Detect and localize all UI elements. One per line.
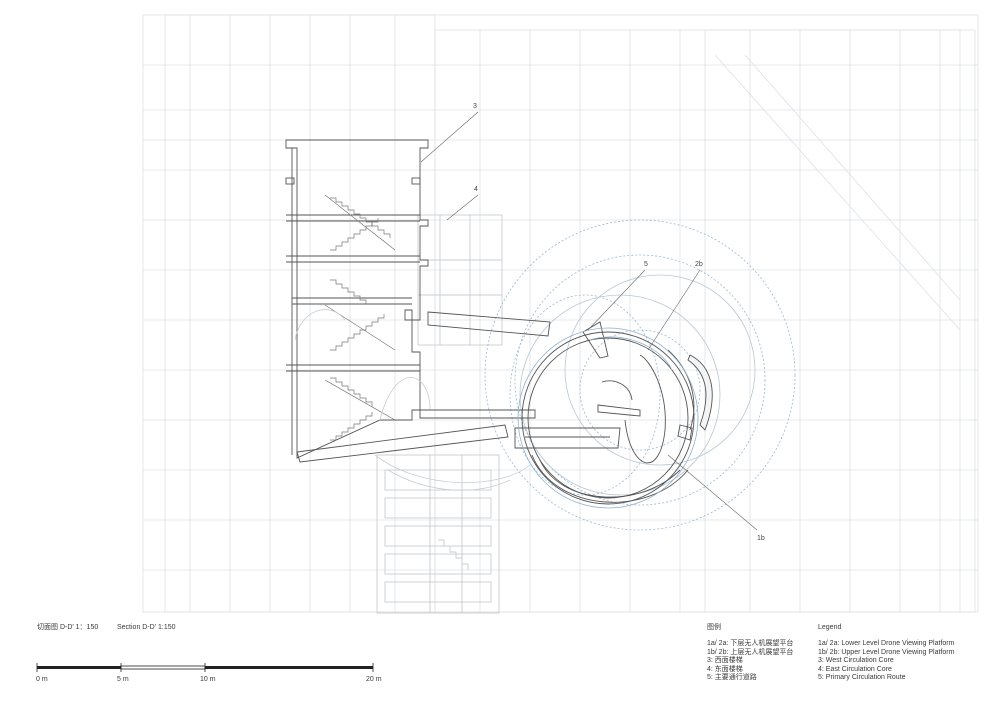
scale-label-10: 10 m	[200, 676, 216, 683]
platform-outline-circles	[519, 274, 756, 496]
callout-4: 4	[474, 186, 478, 193]
section-title-en: Section D-D' 1:150	[117, 624, 176, 631]
lower-drone-viewing-platform	[517, 327, 699, 509]
legend-item-zh: 1a/ 2a: 下层无人机展望平台	[707, 640, 794, 647]
callout-1b: 1b	[757, 535, 765, 542]
legend-title-zh: 图例	[707, 624, 721, 631]
legend-item-en: 4: East Circulation Core	[818, 665, 892, 673]
platform-reference-circles	[484, 219, 796, 531]
legend-item-zh: 3: 西面楼梯	[707, 657, 743, 664]
legend-title-en: Legend	[818, 624, 842, 631]
lower-building-outline	[376, 214, 503, 614]
legend-item-zh: 5: 主要通行道路	[707, 674, 757, 681]
scale-label-20: 20 m	[366, 676, 382, 683]
stairs	[324, 194, 396, 441]
scale-label-0: 0 m	[36, 676, 48, 683]
legend-item-en: 5: Primary Circulation Route	[818, 674, 906, 681]
legend-item-zh: 4: 东面楼梯	[707, 665, 743, 673]
upper-drone-viewing-platform	[521, 321, 713, 505]
scale-bar	[36, 663, 374, 672]
legend-item-en: 1b/ 2b: Upper Level Drone Viewing Platfo…	[818, 648, 955, 656]
callout-3: 3	[473, 103, 477, 110]
legend-item-en: 3: West Circulation Core	[818, 657, 894, 664]
background-grid	[142, 14, 979, 613]
callout-2b: 2b	[695, 261, 703, 268]
scale-label-5: 5 m	[117, 676, 129, 683]
section-title-zh: 切面图 D-D' 1：150	[37, 624, 99, 631]
curved-ramps	[294, 309, 531, 491]
legend-item-en: 1a/ 2a: Lower Level Drone Viewing Platfo…	[818, 640, 955, 647]
callout-leaders	[420, 111, 758, 531]
west-circulation-core	[285, 139, 429, 459]
legend-item-zh: 1b/ 2b: 上层无人机展望平台	[707, 648, 794, 656]
primary-circulation-route	[296, 311, 621, 463]
callout-5: 5	[644, 261, 648, 268]
